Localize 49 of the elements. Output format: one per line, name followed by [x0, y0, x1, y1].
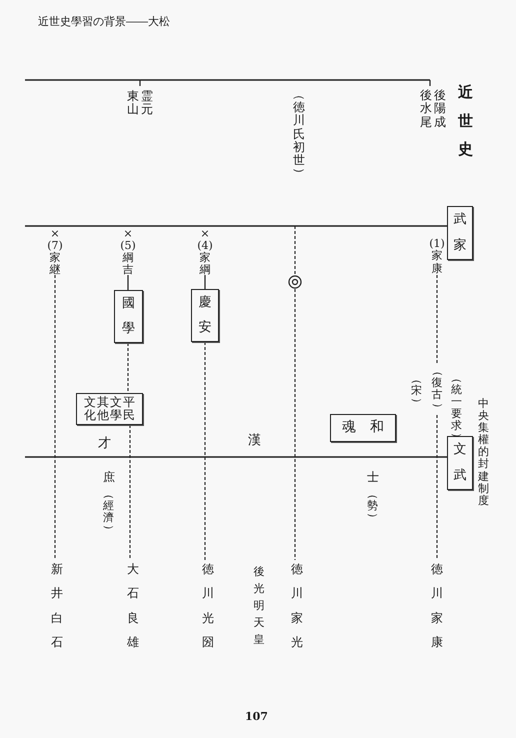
vertical-label: （勢）	[367, 488, 378, 524]
box-label: 魂 和	[342, 420, 384, 436]
vertical-label: （宋）	[411, 373, 422, 410]
text-box	[447, 206, 473, 260]
text-box	[330, 414, 396, 442]
connector-line	[429, 80, 431, 86]
connector-line	[127, 275, 129, 290]
dashed-line	[127, 343, 129, 393]
page-number: 107	[245, 711, 268, 724]
section-title: 近世史	[458, 84, 473, 158]
text-box	[447, 436, 473, 490]
vertical-label: ×(4)家綱	[197, 228, 213, 276]
connector-line	[204, 275, 206, 289]
vertical-label: 後陽成	[434, 89, 446, 129]
vertical-label: 徳川家康	[431, 563, 443, 649]
vertical-label: 才	[98, 437, 111, 452]
vertical-label: ×(7)家継	[47, 228, 63, 276]
dashed-line	[204, 342, 206, 560]
box-label: 文武	[454, 442, 466, 484]
box-label: 慶安	[198, 296, 212, 335]
vertical-label: 徳川光圀	[202, 563, 214, 649]
vertical-label: 中央集權的封建制度	[478, 398, 489, 507]
text-box	[114, 290, 143, 343]
dashed-line	[294, 289, 296, 560]
vertical-label: ×(5)綱吉	[120, 228, 136, 276]
vertical-label: 新井白石	[51, 563, 63, 649]
vertical-label: （徳川氏初世）	[293, 88, 305, 180]
text-box	[76, 393, 143, 425]
dashed-line	[129, 425, 131, 560]
dashed-line	[54, 275, 56, 560]
vertical-label: 庶	[103, 471, 115, 484]
vertical-label: 東山	[127, 90, 139, 116]
vertical-label: (1)家康	[429, 238, 445, 275]
vertical-label: 徳川家光	[291, 563, 303, 649]
box-label: 國學	[122, 297, 135, 336]
vertical-label: 後光明天皇	[254, 566, 264, 646]
connector-line	[139, 80, 141, 86]
vertical-label: 後水尾	[420, 89, 432, 129]
text-box	[191, 289, 219, 342]
box-label: 平民文學其他文化	[84, 396, 135, 422]
dashed-line	[294, 226, 296, 275]
running-header: 近世史學習の背景――大松	[38, 16, 170, 28]
vertical-label: 霊元	[141, 90, 153, 116]
vertical-label: （經濟）	[103, 488, 114, 536]
vertical-label: 士	[367, 471, 379, 484]
box-label: 武家	[454, 212, 466, 254]
vertical-label: 漢	[248, 434, 261, 448]
edge-label: （復古）	[432, 365, 442, 414]
vertical-label: 大石良雄	[127, 563, 139, 649]
